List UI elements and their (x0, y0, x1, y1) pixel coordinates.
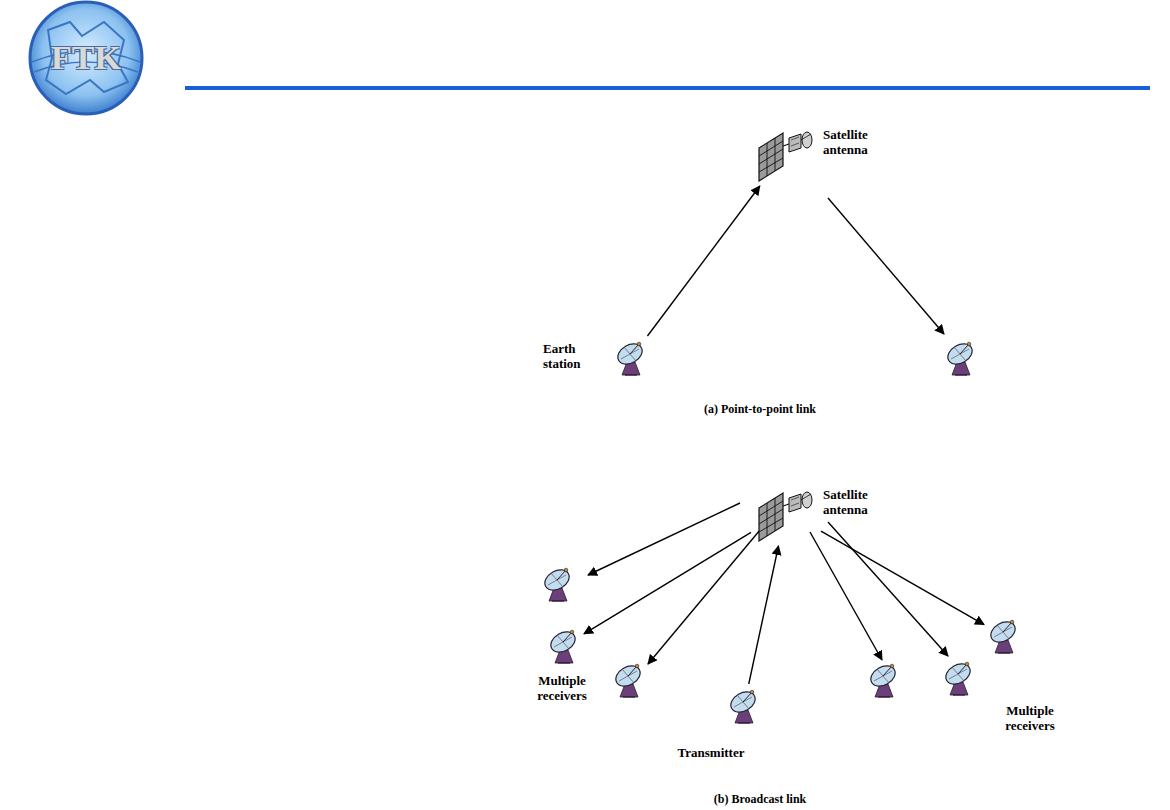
earth-station: Earth station (615, 340, 647, 376)
dish-icon (548, 628, 580, 664)
caption: (b) Broadcast link (714, 792, 806, 807)
dish-antenna (612, 662, 644, 697)
signal-arrow (584, 532, 751, 634)
dish-icon (728, 688, 760, 724)
receiver-dish: Multiple receivers (548, 628, 580, 664)
logo (30, 2, 142, 114)
dish-icon (988, 618, 1020, 654)
dish-antenna (541, 566, 573, 601)
node-label: Satellite antenna (823, 128, 885, 158)
satellite-icon (755, 120, 817, 182)
transmitter-dish: Transmitter (728, 688, 760, 724)
signal-arrow (647, 186, 759, 336)
receiver-dish: Multiple receivers (988, 618, 1020, 654)
signal-arrow (821, 531, 984, 624)
node-label: Satellite antenna (823, 488, 885, 518)
signal-arrow (749, 546, 779, 684)
satellite-icon (755, 480, 817, 542)
satellite-antenna: Satellite antenna (755, 120, 817, 182)
dish-antenna (867, 662, 899, 697)
header-rule (185, 86, 1150, 90)
logo-text: FTK (51, 39, 121, 77)
node-label: Transmitter (666, 746, 756, 761)
dish-icon (615, 340, 647, 376)
node-label: Multiple receivers (990, 704, 1070, 734)
node-label: Earth station (543, 342, 605, 372)
dish-antenna (942, 660, 974, 695)
satellite-antenna: Satellite antenna (755, 480, 817, 542)
caption: (a) Point-to-point link (704, 402, 816, 417)
node-label: Multiple receivers (522, 674, 602, 704)
dish-antenna (944, 340, 976, 375)
